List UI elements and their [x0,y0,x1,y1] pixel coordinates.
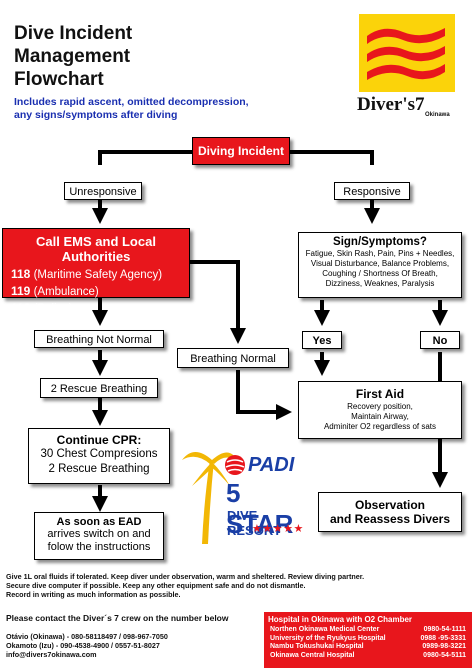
signs-symptoms-box: Sign/Symptoms? Fatigue, Skin Rash, Pain,… [298,232,462,298]
observation-line-1: Observation [354,498,426,512]
ems-label-3: (Police) [33,303,73,315]
rescue-breathing-box: 2 Rescue Breathing [40,378,158,398]
ead-line-2: folow the instructions [47,541,151,553]
diving-incident-label: Diving Incident [197,144,284,158]
signs-line-3: Coughing / Shortness Of Breath, [322,269,438,278]
connector-incident-left [98,150,199,165]
ems-label-2: (Ambulance) [33,286,99,298]
first-aid-title: First Aid [355,387,405,401]
contact-okamoto: Okamoto (Izu) - 090-4538-4900 / 0557-51-… [6,641,160,650]
ems-label-1: (Maritime Safety Agency) [33,269,163,281]
advice-line-3: Record in writing as much information as… [6,590,181,599]
first-aid-line-3: Adminiter O2 regardless of sats [323,422,437,431]
title-line-3: Flowchart [14,69,104,90]
ead-title: As soon as EAD [56,516,142,528]
observation-line-2: and Reassess Divers [329,512,451,526]
hospital-name: University of the Ryukyus Hospital [270,634,386,642]
breathing-normal-label: Breathing Normal [190,353,276,365]
title-line-2: Management [14,46,131,67]
page-title: Dive Incident Management Flowchart [14,22,274,91]
hospital-row: Nambu Tokushukai Hospital 0989-98-3221 [264,643,472,652]
responsive-label: Responsive [343,186,401,198]
ems-title: Call EMS and Local Authorities [36,234,156,264]
hospital-panel: Hospital in Okinawa with O2 Chamber Nort… [264,612,472,668]
cpr-line-2: 2 Rescue Breathing [48,463,150,475]
ems-number-3: 110 [11,301,31,315]
yes-label: Yes [312,335,332,347]
padi-globe-icon [225,455,245,475]
ems-line-3: 110 (Police) [3,300,189,317]
no-box: No [420,331,460,349]
padi-label: PADI [248,454,295,476]
hospital-row: University of the Ryukyus Hospital 0988 … [264,635,472,644]
rating-stars: ★★★★★ [252,523,304,535]
dive-resort-label: DIVE RESORT [227,508,282,538]
contact-email: info@divers7okinawa.com [6,650,97,659]
contact-otavio: Otávio (Okinawa) - 080-58118497 / 098-96… [6,632,168,641]
observation-box: Observation and Reassess Divers [318,492,462,532]
divers7-logo: Diver's7 Okinawa [353,10,461,120]
arrow-normal-to-first-aid [236,370,292,420]
connector-incident-right [289,150,374,165]
hospital-row: Northen Okinawa Medical Center 0980-54-1… [264,626,472,635]
first-aid-line-1: Recovery position, [347,402,413,411]
cpr-line-1: 30 Chest Compresions [40,448,158,460]
hospital-row: Okinawa Central Hospital 0980-54-5111 [264,652,472,661]
yes-box: Yes [302,331,342,349]
padi-5-star-badge: PADI 5 STAR DIVE RESORT ★★★★★ [180,440,312,548]
cpr-title: Continue CPR: [56,433,142,447]
breathing-normal-box: Breathing Normal [177,348,289,368]
diving-incident-box: Diving Incident [192,137,290,165]
rescue-breathing-label: 2 Rescue Breathing [50,383,148,395]
divers7-logo-icon [359,14,455,92]
first-aid-line-2: Maintain Airway, [351,412,409,421]
breathing-not-normal-label: Breathing Not Normal [46,334,152,346]
advice-line-2: Secure dive computer if possible. Keep a… [6,581,306,590]
logo-brand: Diver's7 [357,94,425,115]
subtitle-line-2: any signs/symptoms after diving [14,109,178,121]
hospital-phone: 0980-54-1111 [423,626,466,633]
unresponsive-label: Unresponsive [69,186,137,198]
signs-line-1: Fatigue, Skin Rash, Pain, Pins + Needles… [305,249,455,258]
hospital-phone: 0989-98-3221 [422,643,466,650]
contact-prompt: Please contact the Diver´s 7 crew on the… [6,613,229,623]
five-star-label: 5 STAR [226,478,293,539]
cpr-box: Continue CPR: 30 Chest Compresions 2 Res… [28,428,170,484]
responsive-box: Responsive [334,182,410,200]
subtitle-line-1: Includes rapid ascent, omitted decompres… [14,96,249,108]
hospital-name: Okinawa Central Hospital [270,651,355,659]
ems-box: Call EMS and Local Authorities 118 (Mari… [2,228,190,315]
care-advice: Give 1L oral fluids if tolerated. Keep d… [6,572,468,599]
hospital-title: Hospital in Okinawa with O2 Chamber [268,615,413,624]
first-aid-box: First Aid Recovery position, Maintain Ai… [298,381,462,439]
hospital-name: Nambu Tokushukai Hospital [270,643,364,650]
subtitle: Includes rapid ascent, omitted decompres… [14,96,284,122]
ead-box: As soon as EAD arrives switch on and fol… [34,512,164,560]
logo-location: Okinawa [425,112,450,118]
hospital-name: Northen Okinawa Medical Center [270,626,380,633]
ems-line-1: 118 (Maritime Safety Agency) [3,266,189,283]
no-label: No [432,335,448,347]
ead-line-1: arrives switch on and [47,528,151,540]
ems-number-2: 119 [11,284,31,298]
hospital-phone: 0988 -95-3331 [420,634,466,642]
ems-number-1: 118 [11,267,31,281]
signs-line-2: Visual Disturbance, Balance Problems, [310,259,450,268]
signs-title: Sign/Symptoms? [333,236,427,248]
advice-line-1: Give 1L oral fluids if tolerated. Keep d… [6,572,365,581]
arrow-to-breathing-normal [188,260,246,344]
hospital-phone: 0980-54-5111 [423,651,466,659]
unresponsive-box: Unresponsive [64,182,142,200]
breathing-not-normal-box: Breathing Not Normal [34,330,164,348]
palm-tree-icon [182,452,238,544]
ems-line-2: 119 (Ambulance) [3,283,189,300]
title-line-1: Dive Incident [14,23,133,44]
signs-line-4: Dizziness, Weaknes, Paralysis [325,279,435,288]
contact-list: Otávio (Okinawa) - 080-58118497 / 098-96… [6,632,256,659]
